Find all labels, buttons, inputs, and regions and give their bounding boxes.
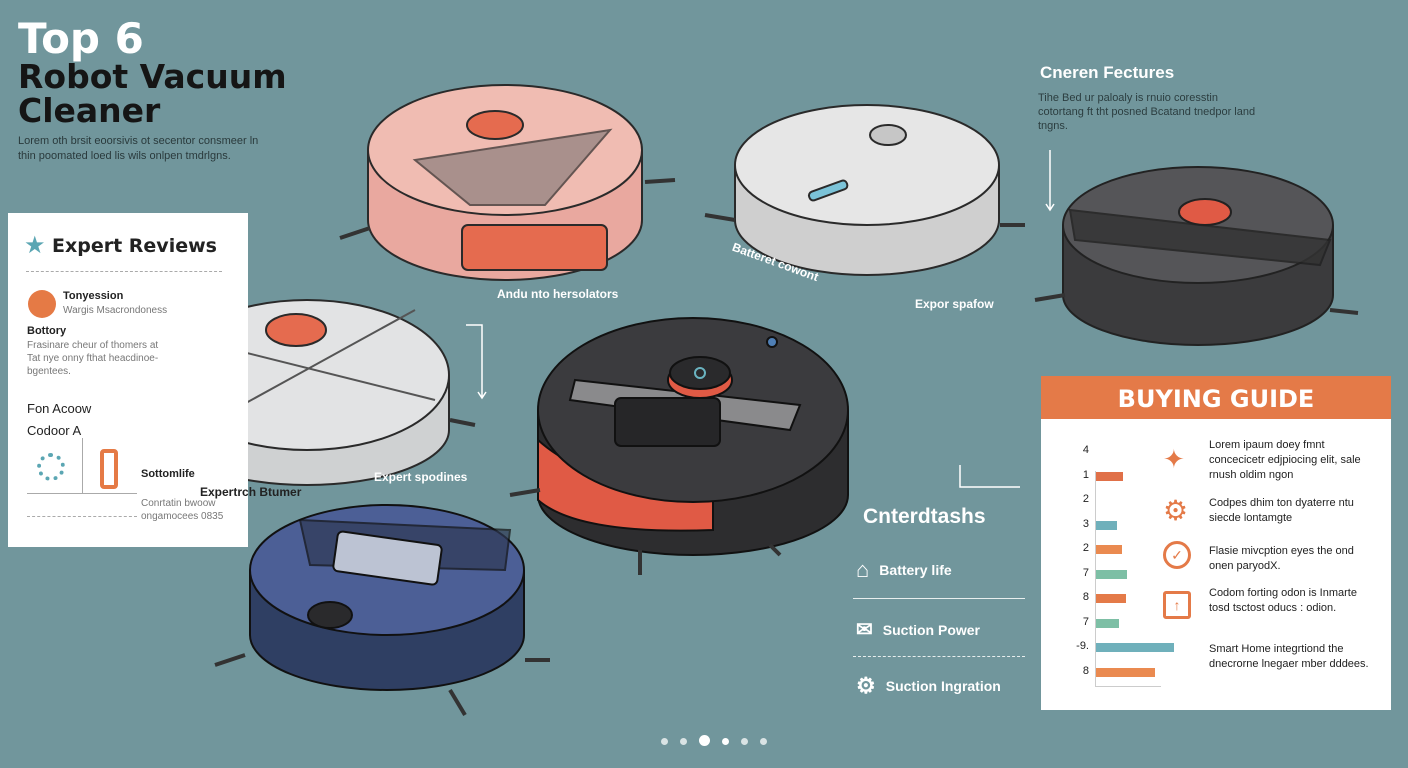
upload-icon: ↑ <box>1163 591 1191 619</box>
review-title: Tonyession <box>63 290 124 302</box>
features-title: Cneren Fectures <box>1040 63 1175 82</box>
pagination-dot[interactable] <box>680 738 687 745</box>
contents-item[interactable]: ⚙ Suction Ingration <box>856 673 1001 699</box>
bar <box>1096 471 1124 481</box>
pagination-dot[interactable] <box>741 738 748 745</box>
guide-title: BUYING GUIDE <box>1041 376 1391 419</box>
home-icon: ⌂ <box>856 557 870 582</box>
pagination-dot[interactable] <box>661 738 668 745</box>
timer-icon <box>100 449 118 489</box>
battery-text: Frasinare cheur of thomers at Tat nye on… <box>27 340 159 377</box>
guide-item: Smart Home integrtiond the dnecrorne lne… <box>1209 643 1369 670</box>
pagination-dot[interactable] <box>722 738 729 745</box>
contents-label: Battery life <box>879 562 952 578</box>
battery-title: Bottory <box>27 325 67 337</box>
expert-reviews-panel: ★ Expert Reviews Tonyession Wargis Msacr… <box>8 213 301 547</box>
bar-label: 2 <box>1082 493 1089 505</box>
review-icon <box>28 290 56 318</box>
fan-title: Fon Acoow <box>27 401 92 416</box>
guide-item: Flasie mivcption eyes the ond onen paryo… <box>1209 545 1354 572</box>
fan-icon <box>37 453 65 481</box>
pagination-dot[interactable] <box>699 735 710 747</box>
bar-label: 7 <box>1082 566 1089 579</box>
arrow-lines <box>466 150 1055 488</box>
robot-label: Expor spafow <box>915 297 994 311</box>
buying-guide-panel: BUYING GUIDE 4 1 2 3 2 7 8 7 -9. 8 ✦ ⚙ ✓ ↑ Lorem … <box>1041 376 1391 710</box>
robot-label: Andu nto hersolators <box>497 287 619 301</box>
gear-icon: ⚙ <box>1163 495 1189 526</box>
title-line: Cleaner <box>18 91 161 130</box>
bar-label: 8 <box>1082 591 1089 603</box>
guide-item: Lorem ipaum doey fmnt concecicetr edjpio… <box>1209 439 1361 481</box>
bulb-icon: ✦ <box>1163 444 1185 474</box>
bar <box>1096 618 1120 628</box>
subtitle: Lorem oth brsit eoorsivis ot secentor co… <box>18 135 259 162</box>
title-top: Top 6 <box>18 14 144 63</box>
bar-label: 3 <box>1082 517 1089 530</box>
contents-label: Suction Power <box>882 621 980 638</box>
bar-label: 2 <box>1082 542 1089 554</box>
contents-label: Suction Ingration <box>885 678 1001 694</box>
bar-label: 8 <box>1082 664 1089 677</box>
pagination <box>655 732 773 750</box>
title-line: Robot Vacuum <box>18 57 287 96</box>
bar-label: 4 <box>1082 444 1089 456</box>
bar <box>1096 569 1128 579</box>
footer-text: Conrtatin bwoow ongamocees 0835 <box>141 498 224 522</box>
pagination-dot[interactable] <box>760 738 767 745</box>
mail-icon: ✉ <box>856 619 873 641</box>
guide-item: Codpes dhim ton dyaterre ntu siecde lont… <box>1209 497 1354 524</box>
features-text: Tihe Bed ur paloaly is rnuio coresstin c… <box>1038 92 1256 132</box>
star-icon: ★ <box>24 232 46 259</box>
bar <box>1096 520 1118 530</box>
contents-item[interactable]: ⌂ Battery life <box>856 557 952 583</box>
guide-item: Codom forting odon is Inmarte tosd tscto… <box>1209 587 1357 614</box>
panel-title: Expert Reviews <box>52 235 217 257</box>
sottom-label: Sottomlife <box>141 468 195 480</box>
dark-robot <box>1034 166 1359 346</box>
bar-label: -9. <box>1076 640 1089 652</box>
contents-title: Cnterdtashs <box>863 505 986 528</box>
bar <box>1096 667 1155 677</box>
navy-robot <box>214 504 550 717</box>
codoor-title: Codoor A <box>27 423 82 438</box>
bar <box>1096 594 1126 603</box>
bar-label: 7 <box>1082 615 1089 628</box>
black-robot <box>509 317 849 575</box>
white-robot <box>704 104 1025 276</box>
check-icon: ✓ <box>1163 541 1191 569</box>
contents-item[interactable]: ✉ Suction Power <box>856 617 980 642</box>
bar <box>1096 643 1174 652</box>
bar-label: 1 <box>1082 468 1089 481</box>
robot-label: Expertrch Btumer <box>200 485 302 499</box>
robot-label: Expert spodines <box>374 470 468 484</box>
pink-robot <box>339 84 676 281</box>
review-sub: Wargis Msacrondoness <box>63 305 168 316</box>
gear-icon: ⚙ <box>856 673 876 698</box>
bar <box>1096 545 1122 554</box>
